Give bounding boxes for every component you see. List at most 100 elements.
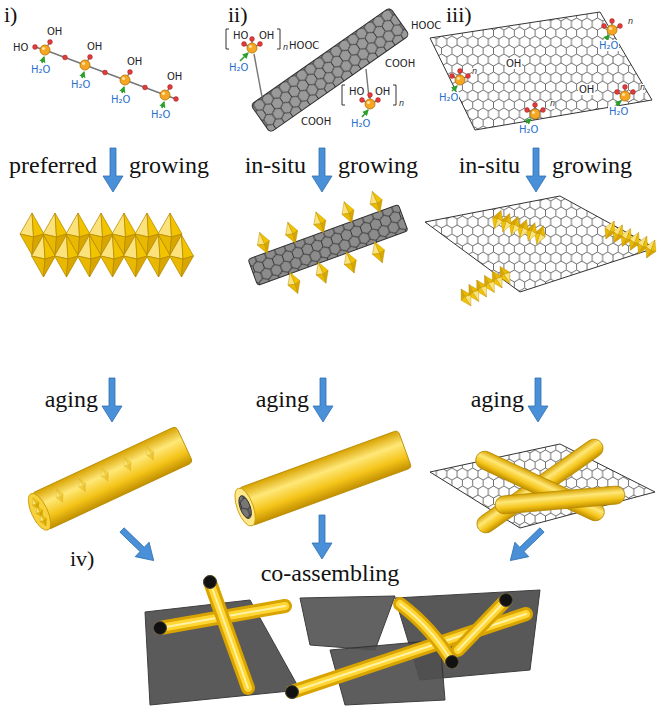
process-step: in-situ growing <box>245 152 418 179</box>
vanadium-oxide-tube <box>53 488 66 504</box>
vanadate-chain <box>120 75 130 85</box>
vanadium-oxide-tube <box>31 426 193 530</box>
vanadate-chain <box>122 87 124 93</box>
vanadium-oxide-tube <box>37 513 49 527</box>
water-ligand: H₂O <box>598 40 619 51</box>
vanadate-group <box>342 85 345 105</box>
repeat-index: n <box>550 100 555 109</box>
graphene-with-octahedra <box>425 196 655 292</box>
nanotube-with-octahedra <box>248 204 408 285</box>
chemical-group: HOOC <box>288 40 320 51</box>
graphene-sheets <box>300 596 395 650</box>
graphene-with-rods <box>473 448 607 523</box>
vanadate-chain <box>128 70 133 75</box>
nanotube-with-octahedra <box>282 220 302 245</box>
carbon-nanotube <box>251 7 410 132</box>
rod-caps <box>286 686 299 699</box>
coated-nanotube <box>238 430 411 526</box>
process-arrows <box>312 515 332 559</box>
composite-rods <box>458 600 506 650</box>
nanotube-with-octahedra <box>366 189 386 214</box>
carbon-nanotube <box>251 7 410 132</box>
graphene-with-rods <box>494 485 625 514</box>
coated-nanotube <box>231 430 412 528</box>
vanadate-chain <box>80 60 90 70</box>
composite-rods <box>458 600 506 650</box>
vanadium-oxide-tube <box>144 446 157 462</box>
vanadate-group <box>226 29 229 49</box>
vanadate-chain <box>103 70 108 75</box>
repeat-index: n <box>472 68 477 77</box>
nanotube-with-octahedra <box>241 185 415 306</box>
process-step: aging <box>471 386 524 413</box>
vanadate-chain <box>174 97 179 102</box>
chemical-group: OH <box>578 84 595 95</box>
graphene-oxide-sheet <box>525 103 546 119</box>
process-arrows <box>102 148 549 568</box>
process-step: aging <box>45 386 98 413</box>
process-step: co-assembling <box>261 560 400 587</box>
graphene-oxide-sheet <box>606 35 609 39</box>
graphene-with-rods <box>430 444 655 528</box>
water-ligand: H₂O <box>228 62 249 73</box>
composite-rods <box>400 604 452 662</box>
chemical-group: OH <box>258 30 275 41</box>
vanadate-chain <box>63 55 68 60</box>
water-ligand: H₂O <box>70 79 91 90</box>
vanadate-chain <box>143 85 148 90</box>
water-ligand: H₂O <box>110 94 131 105</box>
nanotube-with-octahedra <box>284 270 304 295</box>
graphene-with-rods <box>473 436 606 537</box>
graphene-oxide-sheet <box>430 12 652 130</box>
vanadate-group <box>226 29 396 117</box>
vanadium-oxide-tube <box>24 426 193 533</box>
water-ligand: H₂O <box>30 64 51 75</box>
process-step: in-situ growing <box>459 152 632 179</box>
chemical-group: COOH <box>384 58 416 69</box>
chemical-group: HO <box>348 86 365 97</box>
panel-label: iii) <box>446 2 472 28</box>
graphene-oxide-sheet <box>430 12 652 130</box>
nanotube-with-octahedra <box>254 230 274 255</box>
vanadate-group <box>240 53 248 61</box>
composite-rods <box>400 604 452 662</box>
graphene-with-octahedra <box>425 196 660 309</box>
panel-label: ii) <box>228 2 248 28</box>
coated-nanotube <box>231 486 260 529</box>
vanadium-oxide-tube <box>98 467 111 483</box>
graphene-with-octahedra <box>642 238 660 260</box>
nanotube-with-octahedra <box>369 239 389 264</box>
vanadate-chain <box>168 85 173 90</box>
vanadate-chain <box>48 40 53 45</box>
water-ligand: H₂O <box>350 118 371 129</box>
rod-caps <box>500 594 513 607</box>
composite-rods <box>210 582 248 688</box>
chemical-group: OH <box>126 56 143 67</box>
repeat-index: n <box>399 100 404 109</box>
vanadate-chain <box>160 90 170 100</box>
nanotube-with-octahedra <box>310 210 330 235</box>
rod-caps <box>154 576 513 699</box>
water-ligand: H₂O <box>518 124 539 135</box>
panel-label: i) <box>4 2 17 28</box>
vanadate-chain <box>40 45 50 55</box>
chemical-group: HO <box>232 30 249 41</box>
water-ligand: H₂O <box>608 106 629 117</box>
chemical-group: OH <box>505 58 522 69</box>
graphene-oxide-sheet <box>452 86 457 91</box>
graphene-with-rods <box>430 436 655 537</box>
vanadate-chain <box>35 47 176 99</box>
vanadate-group <box>254 54 262 97</box>
graphene-oxide-sheet <box>602 19 623 35</box>
nanotube-with-octahedra <box>340 250 360 275</box>
coated-nanotube <box>236 494 254 520</box>
graphene-oxide-sheet <box>615 85 636 101</box>
vanadate-chain <box>82 72 84 78</box>
chemical-group: OH <box>166 71 183 82</box>
graphene-with-octahedra <box>425 196 655 292</box>
rod-caps <box>154 622 167 635</box>
composite-rods <box>458 600 506 650</box>
rod-caps <box>446 656 459 669</box>
